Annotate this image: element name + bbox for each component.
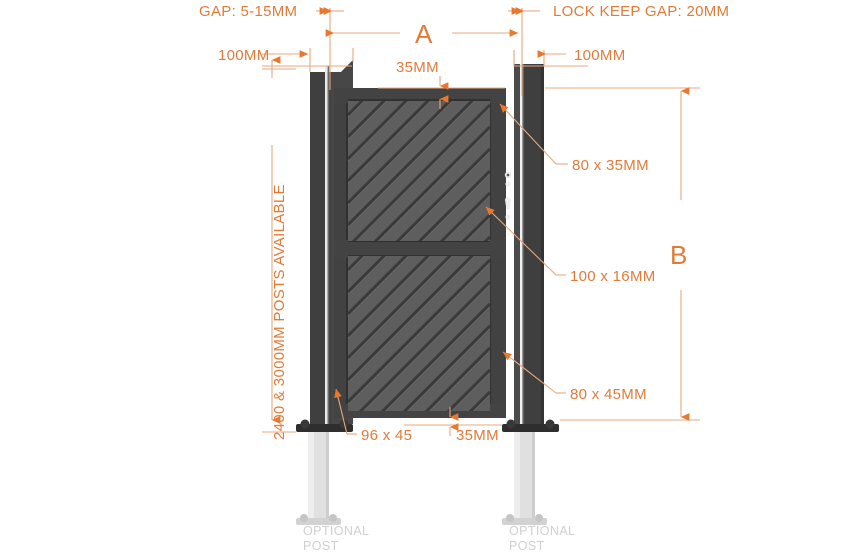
optional-post-left-line1: OPTIONAL [303,524,369,538]
optional-post-right-caption: OPTIONAL POST [509,524,575,553]
optional-post-left-caption: OPTIONAL POST [303,524,369,553]
optional-post-right-line1: OPTIONAL [509,524,575,538]
optional-post-right-line2: POST [509,539,545,553]
callout-infill-board: 100 x 16MM [485,206,656,285]
stile-top-label: 80 x 35MM [572,157,649,174]
gate-lock-hardware [504,171,512,220]
gate-mid-rail [334,240,506,258]
height-b-label: B [670,240,688,270]
dimension-top-rail: 35MM [378,59,505,109]
dimension-post-width-left: 100MM [218,47,352,78]
dimension-lock-keep-gap: LOCK KEEP GAP: 20MM [508,3,729,20]
dimension-post-width-right: 100MM [513,47,626,67]
stile-bottom-label: 80 x 45MM [570,386,647,403]
dimension-bottom-rail: 35MM [404,407,502,444]
dimension-extension-lines [309,8,545,96]
lock-keep-gap-label: LOCK KEEP GAP: 20MM [553,3,729,20]
dimension-height-b: B [545,87,700,421]
optional-post-right [502,432,547,525]
bottom-rail-label: 35MM [456,427,499,444]
gate-infill-bottom-panel [348,256,490,411]
dimension-width-a: A [325,19,519,49]
gate-leaf [334,88,512,418]
gap-top-left-label: GAP: 5-15MM [199,3,297,20]
optional-post-left-line2: POST [303,539,339,553]
callout-stile-bottom: 80 x 45MM [502,351,647,403]
callout-bottom-member: 96 x 45 [334,388,412,444]
dimension-posts-available: 2400 & 3000MM POSTS AVAILABLE [262,68,296,440]
top-rail-label: 35MM [396,59,439,76]
gate-top-rail [334,88,506,103]
posts-available-label: 2400 & 3000MM POSTS AVAILABLE [271,184,288,440]
dimension-gap-top-left: GAP: 5-15MM [199,3,344,20]
post-width-right-label: 100MM [574,47,626,64]
gate-post-right [502,64,559,432]
width-a-label: A [415,19,433,49]
callout-stile-top: 80 x 35MM [499,103,649,174]
infill-board-label: 100 x 16MM [570,268,656,285]
bottom-member-label: 96 x 45 [361,427,412,444]
gate-infill-top-panel [348,101,490,241]
post-width-left-label: 100MM [218,47,270,64]
optional-post-left [296,432,341,525]
